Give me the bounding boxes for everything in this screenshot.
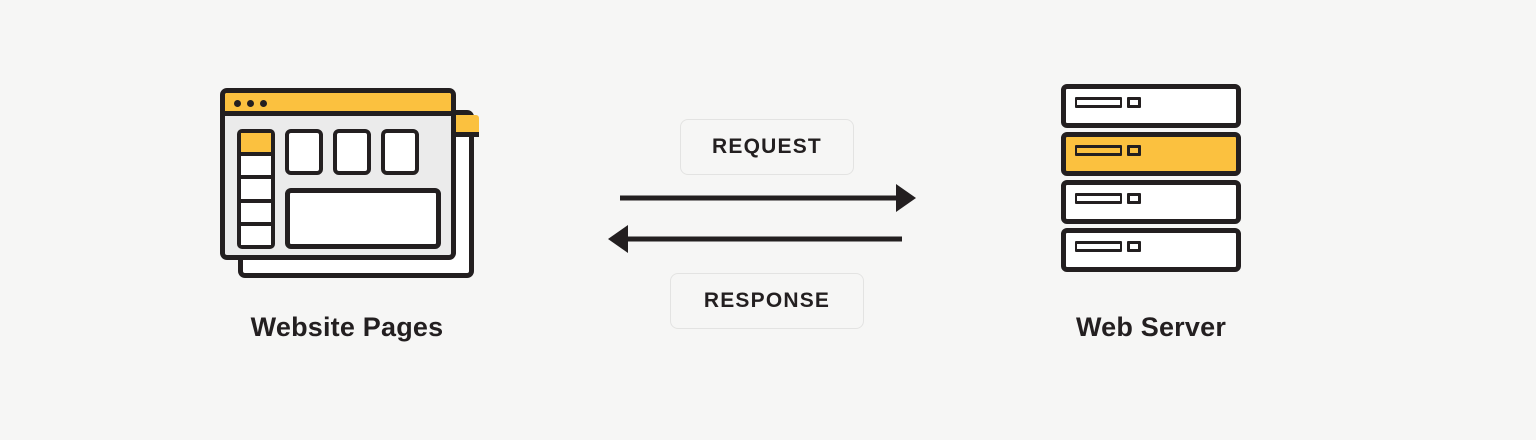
page-content-block (285, 188, 441, 249)
request-arrow-icon (620, 184, 916, 212)
server-unit (1061, 228, 1241, 272)
server-unit-active (1061, 132, 1241, 176)
server-led-icon (1127, 145, 1141, 156)
website-pages-label: Website Pages (250, 312, 444, 342)
response-label: RESPONSE (670, 273, 864, 329)
server-slot-bar-icon (1075, 241, 1122, 252)
request-label: REQUEST (680, 119, 854, 175)
page-card (381, 129, 419, 175)
sidebar-row (241, 133, 271, 157)
server-slot-bar-icon (1075, 193, 1122, 204)
server-unit (1061, 84, 1241, 128)
server-led-icon (1127, 241, 1141, 252)
request-response-flow: REQUEST RESPONSE (600, 110, 940, 335)
page-sidebar (237, 129, 275, 249)
server-slot-bar-icon (1075, 97, 1122, 108)
browser-window-front (220, 88, 456, 260)
window-controls (234, 100, 267, 107)
window-dot-icon (260, 100, 267, 107)
server-led-icon (1127, 193, 1141, 204)
sidebar-row (241, 156, 271, 180)
server-slot-bar-icon (1075, 145, 1122, 156)
flow-arrows (608, 184, 916, 253)
page-card (333, 129, 371, 175)
page-card (285, 129, 323, 175)
browser-titlebar (225, 93, 451, 116)
window-dot-icon (247, 100, 254, 107)
sidebar-row (241, 202, 271, 226)
web-server-illustration (1061, 84, 1241, 272)
sidebar-row (241, 225, 271, 246)
sidebar-row (241, 179, 271, 203)
response-arrow-icon (608, 225, 902, 253)
page-card-row (285, 129, 419, 175)
window-dot-icon (234, 100, 241, 107)
server-led-icon (1127, 97, 1141, 108)
web-server-label: Web Server (1075, 312, 1227, 342)
server-unit (1061, 180, 1241, 224)
website-pages-illustration (220, 88, 480, 288)
